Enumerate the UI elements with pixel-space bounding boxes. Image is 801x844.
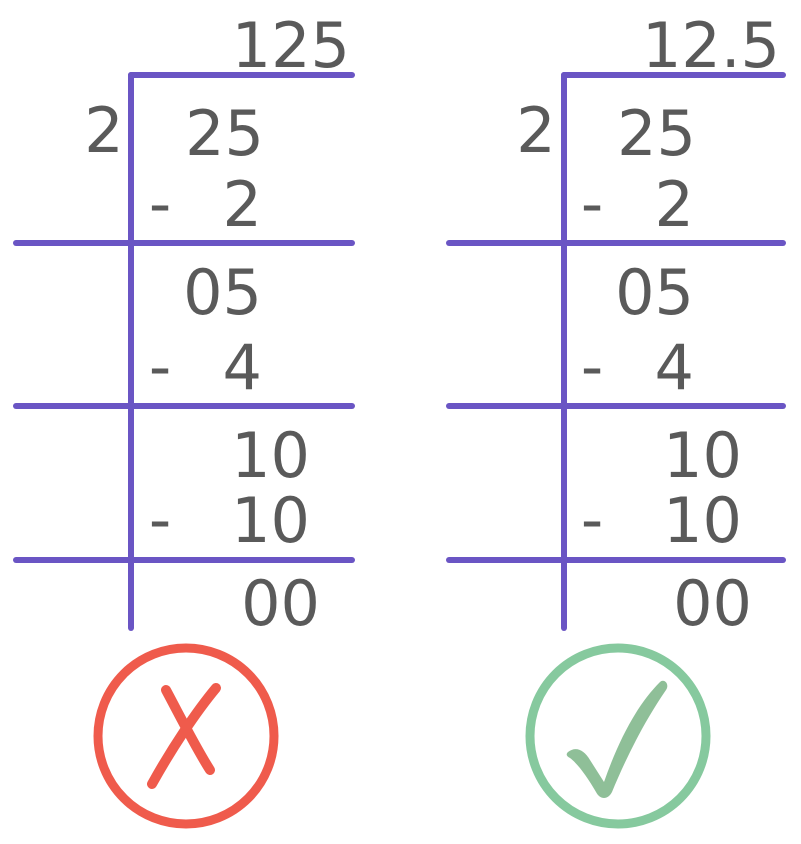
remainder: 10 (663, 419, 742, 492)
remainder: 10 (231, 419, 310, 492)
division-lines (446, 72, 786, 631)
subtrahend: 10 (231, 484, 310, 557)
mark-circle (525, 643, 711, 829)
subtrahend: 4 (655, 331, 694, 404)
minus-sign: - (149, 330, 171, 403)
quotient: 12.5 (642, 9, 780, 82)
cross-icon (147, 683, 221, 789)
divisor: 2 (84, 94, 123, 167)
minus-sign: - (581, 483, 603, 556)
division-panel-right: 12.5 2 25 - 2 05 - 4 10 - 10 00 (446, 9, 786, 829)
division-panel-wrong: 125 2 25 - 2 05 - 4 10 - 10 00 (13, 9, 355, 829)
incorrect-mark (93, 643, 279, 829)
check-icon (566, 680, 668, 798)
dividend: 25 (185, 97, 264, 170)
minus-sign: - (149, 483, 171, 556)
division-lines (13, 72, 355, 631)
subtrahend: 2 (655, 168, 694, 241)
quotient: 125 (232, 9, 350, 82)
mark-circle (93, 643, 279, 829)
subtrahend: 2 (223, 168, 262, 241)
subtrahend: 4 (223, 331, 262, 404)
final-remainder: 00 (673, 567, 752, 640)
dividend: 25 (617, 97, 696, 170)
remainder: 05 (615, 256, 694, 329)
final-remainder: 00 (241, 567, 320, 640)
minus-sign: - (581, 330, 603, 403)
minus-sign: - (581, 167, 603, 240)
divisor: 2 (516, 94, 555, 167)
correct-mark (525, 643, 711, 829)
remainder: 05 (183, 256, 262, 329)
minus-sign: - (149, 167, 171, 240)
subtrahend: 10 (663, 484, 742, 557)
